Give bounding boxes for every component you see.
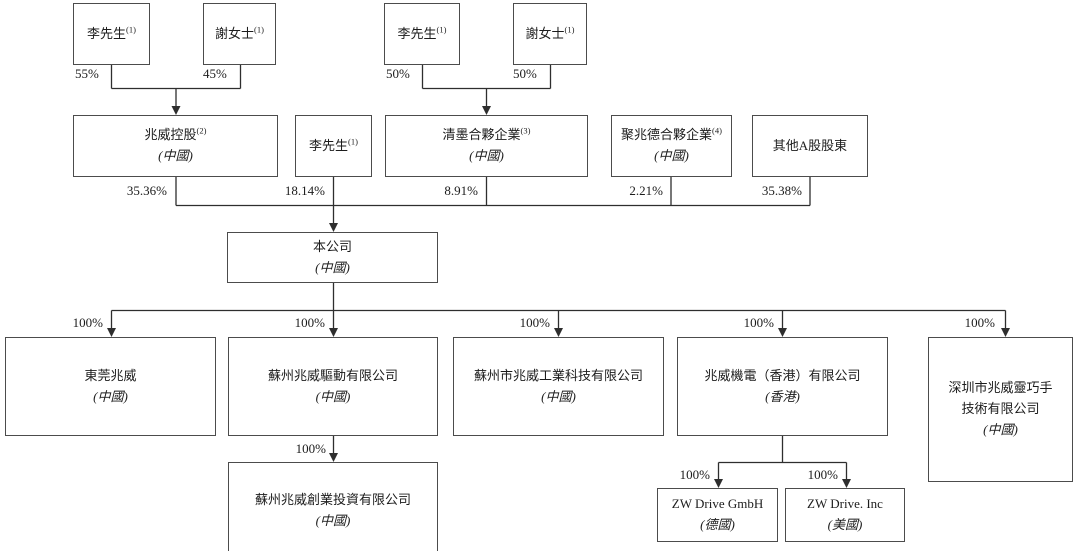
node-zhaowei-holdings: 兆威控股(2) (中國) xyxy=(73,115,278,177)
ownership-label: 100% xyxy=(294,315,325,330)
node-region: (德國) xyxy=(700,517,735,532)
node-region: (中國) xyxy=(983,421,1018,437)
node-mr-li-direct: 李先生(1) xyxy=(295,115,372,177)
node-label: 謝女士 xyxy=(215,25,255,41)
node-label: 其他A股股東 xyxy=(772,137,848,153)
node-region: (美國) xyxy=(827,517,863,532)
footnote-marker: (1) xyxy=(348,136,358,147)
node-ms-xie-qingmo: 謝女士(1) xyxy=(513,3,587,65)
ownership-label: 18.14% xyxy=(284,183,325,198)
ownership-label: 45% xyxy=(203,66,227,81)
node-label: ZW Drive GmbH xyxy=(671,496,764,512)
footnote-marker: (1) xyxy=(126,24,136,35)
ownership-label: 100% xyxy=(519,315,550,330)
node-label: 謝女士 xyxy=(525,25,565,41)
node-mr-li-qingmo: 李先生(1) xyxy=(384,3,460,65)
ownership-label: 55% xyxy=(75,66,99,81)
node-dongguan-zhaowei: 東莞兆威 (中國) xyxy=(5,337,216,436)
node-region: (香港) xyxy=(765,388,800,404)
node-label: 兆威機電（香港）有限公司 xyxy=(704,367,861,383)
ownership-label: 100% xyxy=(743,315,774,330)
ownership-label: 35.38% xyxy=(761,183,802,198)
ownership-label: 8.91% xyxy=(444,183,478,198)
node-other-a-shareholders: 其他A股股東 xyxy=(752,115,868,177)
node-zhaowei-electromechanics-hk: 兆威機電（香港）有限公司 (香港) xyxy=(677,337,888,436)
ownership-label: 50% xyxy=(513,66,537,81)
node-region: (中國) xyxy=(315,388,351,404)
node-label: 深圳市兆威靈巧手 技術有限公司 xyxy=(948,380,1053,417)
footnote-marker: (1) xyxy=(254,24,264,35)
ownership-label: 35.36% xyxy=(126,183,167,198)
node-label: 東莞兆威 xyxy=(84,367,137,383)
footnote-marker: (1) xyxy=(436,24,447,35)
node-shenzhen-dexterous-hand: 深圳市兆威靈巧手 技術有限公司 (中國) xyxy=(928,337,1073,482)
ownership-label: 100% xyxy=(72,315,103,330)
node-label: 本公司 xyxy=(312,238,352,254)
node-label: ZW Drive. Inc xyxy=(807,496,883,512)
node-region: (中國) xyxy=(541,388,576,404)
node-label: 聚兆德合夥企業 xyxy=(621,127,713,143)
node-suzhou-zhaowei-industrial: 蘇州市兆威工業科技有限公司 (中國) xyxy=(453,337,664,436)
node-label: 李先生 xyxy=(87,25,127,41)
node-ms-xie-holdings: 謝女士(1) xyxy=(203,3,276,65)
node-zw-drive-inc: ZW Drive. Inc (美國) xyxy=(785,488,905,542)
node-label: 清墨合夥企業 xyxy=(442,127,521,143)
node-region: (中國) xyxy=(469,148,504,163)
node-label: 蘇州市兆威工業科技有限公司 xyxy=(473,367,643,383)
ownership-label: 2.21% xyxy=(629,183,663,198)
node-label: 兆威控股 xyxy=(144,127,197,143)
node-region: (中國) xyxy=(93,388,128,404)
ownership-label: 100% xyxy=(679,467,710,482)
ownership-label: 100% xyxy=(295,441,326,456)
node-region: (中國) xyxy=(315,513,351,528)
ownership-label: 100% xyxy=(807,467,838,482)
node-label: 李先生 xyxy=(397,25,437,41)
node-mr-li-holdings: 李先生(1) xyxy=(73,3,150,65)
node-juzhaode-partnership: 聚兆德合夥企業(4) (中國) xyxy=(611,115,732,177)
footnote-marker: (4) xyxy=(712,125,722,136)
node-region: (中國) xyxy=(654,148,689,163)
node-region: (中國) xyxy=(158,148,193,163)
node-label: 蘇州兆威驅動有限公司 xyxy=(267,367,398,383)
node-zw-drive-gmbh: ZW Drive GmbH (德國) xyxy=(657,488,778,542)
node-label: 李先生 xyxy=(309,137,349,153)
footnote-marker: (2) xyxy=(196,125,207,136)
footnote-marker: (3) xyxy=(520,125,531,136)
footnote-marker: (1) xyxy=(564,24,575,35)
node-qingmo-partnership: 清墨合夥企業(3) (中國) xyxy=(385,115,588,177)
ownership-label: 100% xyxy=(964,315,995,330)
node-the-company: 本公司 (中國) xyxy=(227,232,438,283)
node-suzhou-zhaowei-investment: 蘇州兆威創業投資有限公司 (中國) xyxy=(228,462,438,551)
node-region: (中國) xyxy=(315,259,350,275)
node-label: 蘇州兆威創業投資有限公司 xyxy=(254,492,411,508)
ownership-label: 50% xyxy=(386,66,410,81)
node-suzhou-zhaowei-drive: 蘇州兆威驅動有限公司 (中國) xyxy=(228,337,438,436)
